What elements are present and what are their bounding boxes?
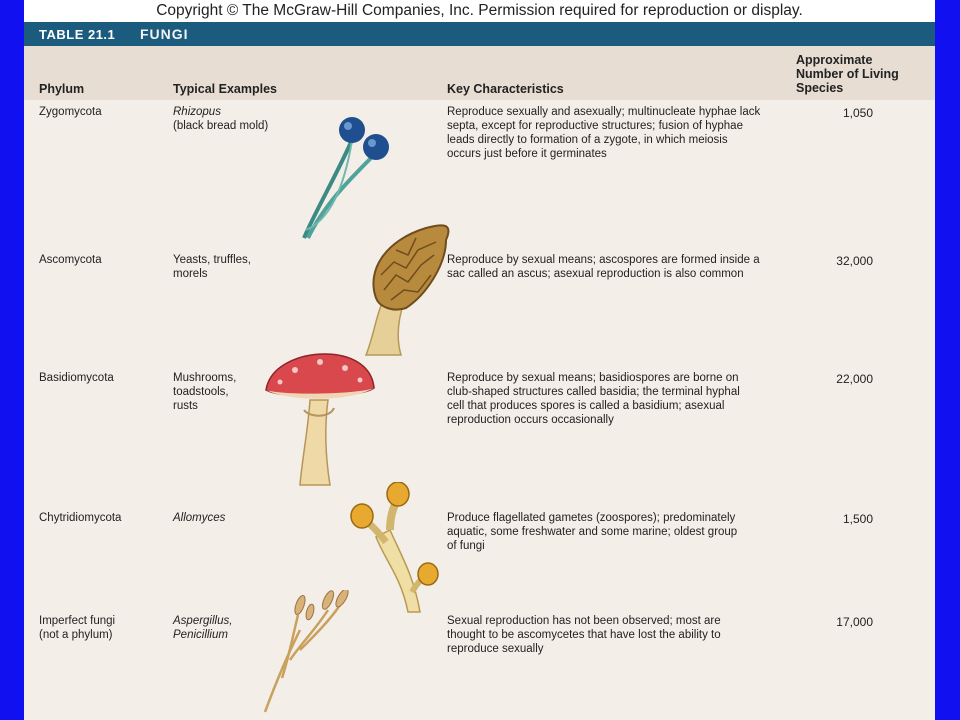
- header-examples: Typical Examples: [173, 82, 277, 96]
- row-characteristics-line: septa, except for reproductive structure…: [447, 120, 743, 132]
- aspergillus-illustration: [263, 590, 349, 713]
- row-species-count: 1,050: [842, 106, 873, 120]
- row-characteristics-line: of fungi: [447, 540, 485, 552]
- header-phylum: Phylum: [39, 82, 85, 96]
- row-characteristics-line: leads directly to formation of a zygote,…: [447, 134, 728, 146]
- row-phylum: Basidiomycota: [39, 372, 114, 384]
- table-number: TABLE 21.1: [39, 27, 116, 42]
- header-species-line3: Species: [796, 81, 844, 95]
- row-example-italic: Aspergillus,: [173, 615, 233, 627]
- copyright-notice: Copyright © The McGraw-Hill Companies, I…: [156, 2, 803, 19]
- row-example: toadstools,: [173, 386, 229, 398]
- row-characteristics-line: Produce flagellated gametes (zoospores);…: [447, 512, 736, 524]
- allomyces-illustration: [350, 482, 439, 613]
- row-example: Yeasts, truffles,: [173, 254, 251, 266]
- header-species-line2: Number of Living: [796, 67, 899, 81]
- row-phylum: Imperfect fungi: [39, 615, 116, 627]
- row-example: (black bread mold): [173, 120, 269, 132]
- row-characteristics-line: aquatic, some freshwater and some marine…: [447, 526, 738, 538]
- row-characteristics-line: Reproduce by sexual means; basidiospores…: [447, 372, 739, 384]
- table-banner: TABLE 21.1 FUNGI: [24, 22, 935, 46]
- row-characteristics-line: reproduction occurs occasionally: [447, 414, 614, 426]
- row-characteristics-line: occurs just before it germinates: [447, 148, 607, 160]
- row-species-count: 17,000: [836, 615, 873, 629]
- morel-illustration: [364, 224, 450, 356]
- row-example-italic: Rhizopus: [173, 106, 221, 118]
- row-characteristics-line: club-shaped structures called basidia; t…: [447, 386, 740, 398]
- row-phylum: Ascomycota: [39, 254, 102, 266]
- row-characteristics-line: sac called an ascus; asexual reproductio…: [447, 268, 744, 280]
- row-characteristics-line: reproduce sexually: [447, 643, 544, 655]
- row-species-count: 32,000: [836, 254, 873, 268]
- row-phylum: Chytridiomycota: [39, 512, 122, 524]
- rhizopus-illustration: [302, 117, 389, 239]
- row-example-italic: Penicillium: [173, 629, 228, 641]
- row-species-count: 1,500: [842, 512, 873, 526]
- row-phylum: Zygomycota: [39, 106, 102, 118]
- header-characteristics: Key Characteristics: [447, 82, 564, 96]
- slide: Copyright © The McGraw-Hill Companies, I…: [24, 0, 935, 720]
- row-characteristics-line: Reproduce by sexual means; ascospores ar…: [447, 254, 760, 266]
- table-header: Phylum Typical Examples Key Characterist…: [24, 46, 935, 100]
- header-species-line1: Approximate: [796, 53, 873, 67]
- table-body: Zygomycota Rhizopus (black bread mold) R…: [24, 100, 935, 720]
- row-species-count: 22,000: [836, 372, 873, 386]
- row-example-italic: Allomyces: [173, 512, 226, 524]
- row-characteristics-line: Reproduce sexually and asexually; multin…: [447, 106, 761, 118]
- row-characteristics-line: thought to be ascomycetes that have lost…: [447, 629, 721, 641]
- row-characteristics-line: cell that produces spores is called a ba…: [447, 400, 725, 412]
- row-phylum-note: (not a phylum): [39, 629, 113, 641]
- row-example: rusts: [173, 400, 198, 412]
- row-example: Mushrooms,: [173, 372, 237, 384]
- table-title: FUNGI: [140, 26, 189, 42]
- row-example: morels: [173, 268, 208, 280]
- row-characteristics-line: Sexual reproduction has not been observe…: [447, 615, 721, 627]
- mushroom-illustration: [265, 353, 375, 486]
